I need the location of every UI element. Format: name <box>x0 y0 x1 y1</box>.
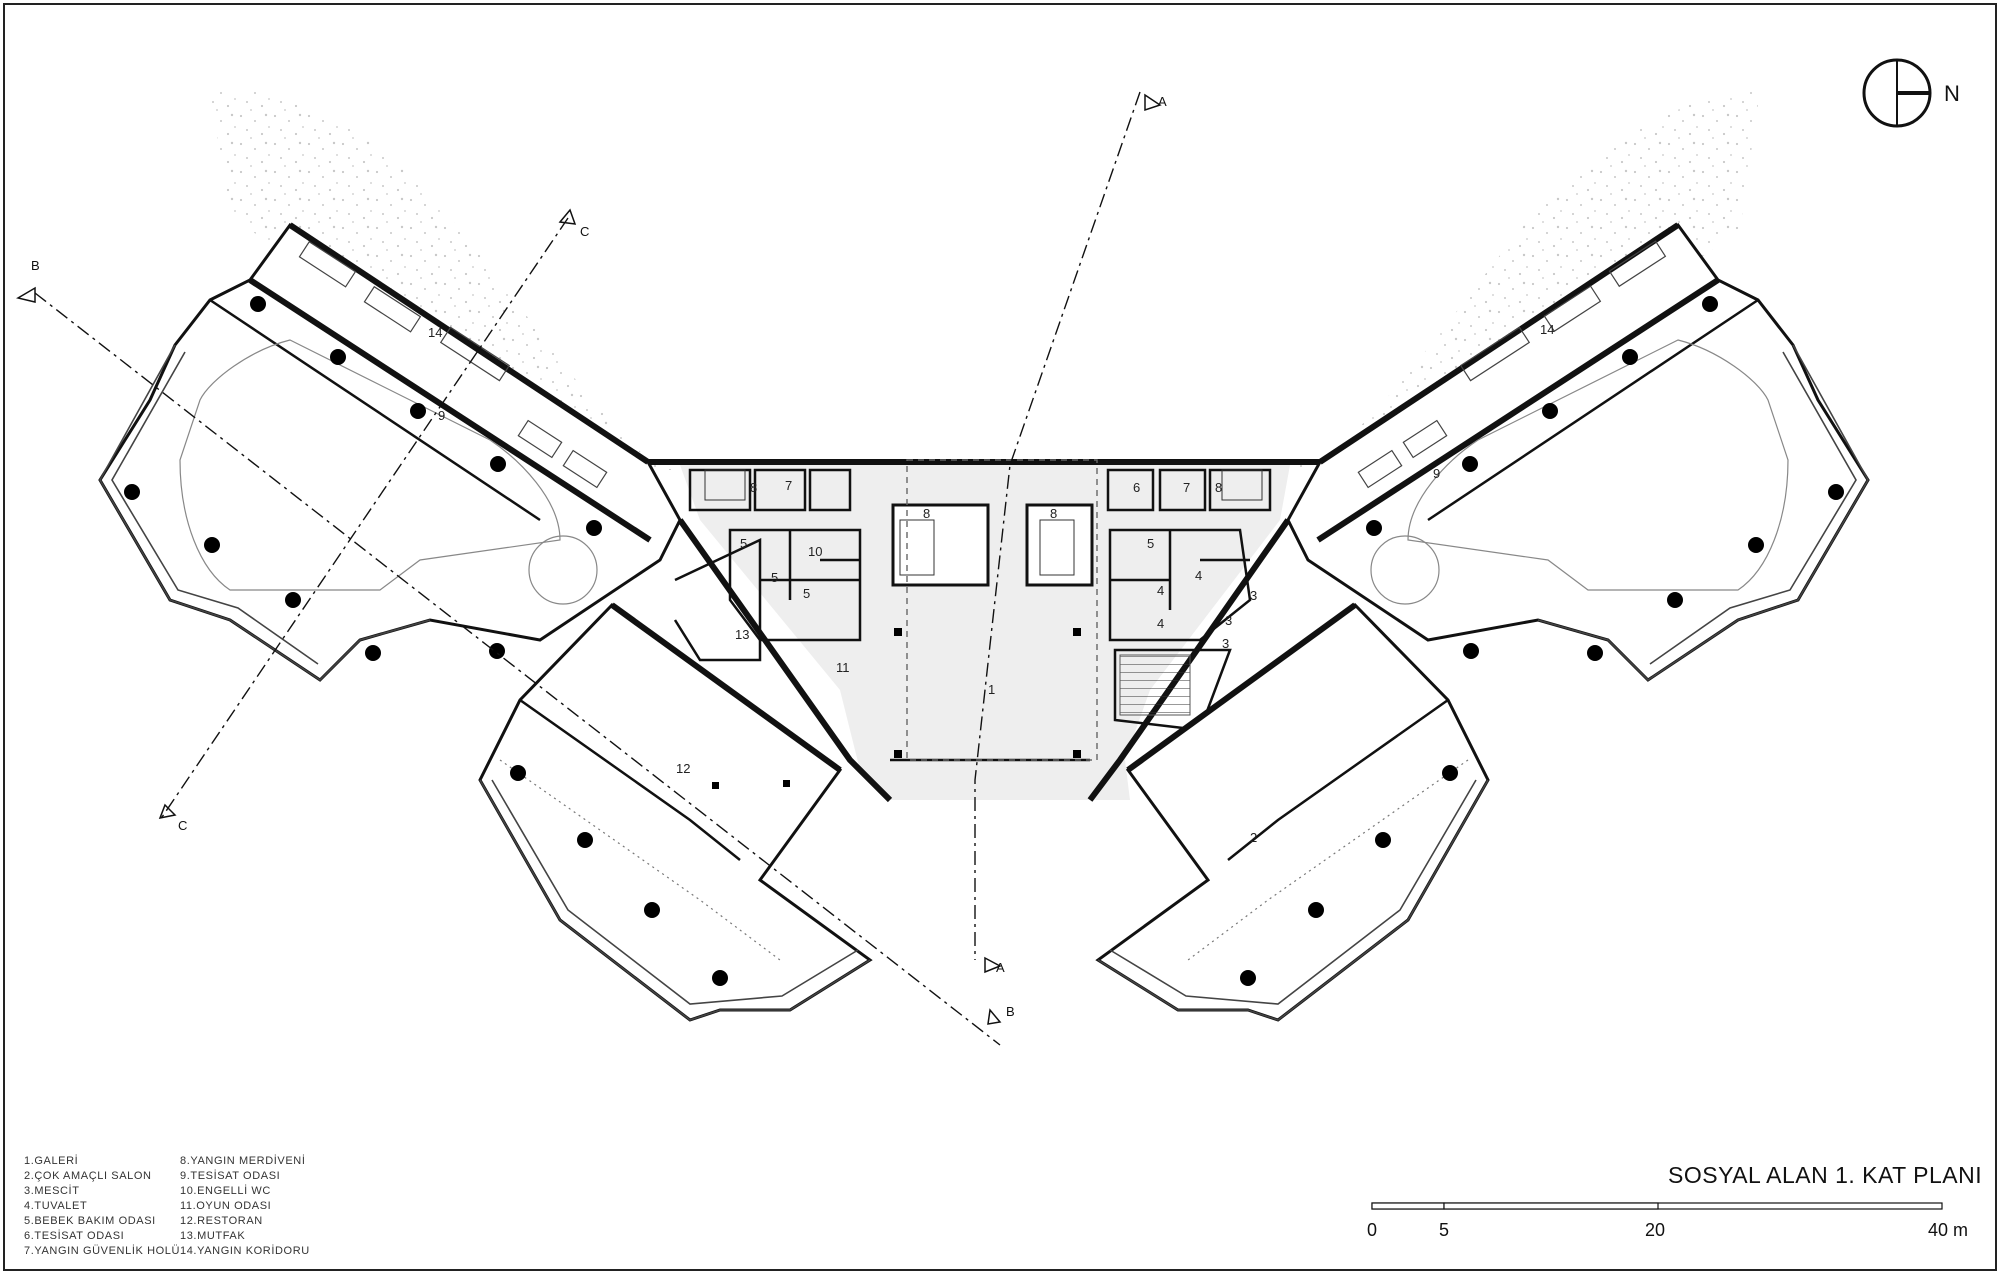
room-label: 4 <box>1157 583 1164 598</box>
left-wing <box>98 222 682 682</box>
right-wing <box>1286 222 1870 682</box>
room-label: 14 <box>1540 322 1554 337</box>
room-label: 8 <box>923 506 930 521</box>
north-label: N <box>1944 81 1960 106</box>
legend-item: 2.ÇOK AMAÇLI SALON <box>24 1170 152 1182</box>
section-marker-b-left: B <box>31 258 40 273</box>
drawing-frame <box>3 3 1997 1271</box>
room-label: 1 <box>988 682 995 697</box>
room-label: 5 <box>740 536 747 551</box>
legend-item: 12.RESTORAN <box>180 1215 263 1227</box>
section-marker-c-bottom: C <box>178 818 187 833</box>
legend-item: 13.MUTFAK <box>180 1230 245 1242</box>
scale-label: 40 m <box>1928 1220 1968 1240</box>
plan-title: SOSYAL ALAN 1. KAT PLANI <box>1668 1162 1982 1188</box>
room-label: 8 <box>750 480 757 495</box>
section-lines <box>16 91 1162 1046</box>
north-arrow <box>1862 58 1932 128</box>
room-label: 5 <box>1147 536 1154 551</box>
scale-label: 20 <box>1645 1220 1665 1240</box>
scale-label: 0 <box>1367 1220 1377 1240</box>
room-label: 11 <box>836 660 850 675</box>
section-marker-a-top: A <box>1158 94 1167 109</box>
room-label: 6 <box>1133 480 1140 495</box>
room-label: 7 <box>785 478 792 493</box>
legend-item: 9.TESİSAT ODASI <box>180 1169 280 1182</box>
section-marker-b-right: B <box>1006 1004 1015 1019</box>
room-label: 8 <box>1050 506 1057 521</box>
legend-item: 10.ENGELLİ WC <box>180 1184 271 1197</box>
legend-item: 1.GALERİ <box>24 1154 78 1167</box>
structural-columns <box>124 296 1844 986</box>
room-label: 5 <box>803 586 810 601</box>
scale-bar <box>1371 1202 1943 1210</box>
legend-item: 5.BEBEK BAKIM ODASI <box>24 1215 156 1227</box>
legend-item: 7.YANGIN GÜVENLİK HOLÜ <box>24 1244 180 1257</box>
room-label: 2 <box>1250 830 1257 845</box>
legend: 1.GALERİ 2.ÇOK AMAÇLI SALON 3.MESCİT 4.T… <box>24 1154 310 1257</box>
room-label: 3 <box>1222 636 1229 651</box>
room-label: 3 <box>1250 588 1257 603</box>
legend-item: 11.OYUN ODASI <box>180 1200 271 1212</box>
legend-item: 8.YANGIN MERDİVENİ <box>180 1154 306 1167</box>
restaurant-block <box>478 602 873 1022</box>
legend-item: 14.YANGIN KORİDORU <box>180 1244 310 1257</box>
room-label: 10 <box>808 544 822 559</box>
scale-label: 5 <box>1439 1220 1449 1240</box>
room-label: 4 <box>1195 568 1202 583</box>
room-label: 9 <box>1433 466 1440 481</box>
room-label: 4 <box>1157 616 1164 631</box>
multipurpose-hall-block <box>1095 602 1490 1022</box>
room-label: 3 <box>1225 613 1232 628</box>
room-label: 14 <box>428 325 442 340</box>
room-label: 8 <box>1215 480 1222 495</box>
section-marker-c-top: C <box>580 224 589 239</box>
room-label: 7 <box>1183 480 1190 495</box>
central-core <box>648 459 1320 803</box>
legend-item: 6.TESİSAT ODASI <box>24 1229 124 1242</box>
legend-item: 4.TUVALET <box>24 1200 87 1212</box>
room-label: 13 <box>735 627 749 642</box>
section-marker-a-bottom: A <box>996 960 1005 975</box>
room-label: 9 <box>438 408 445 423</box>
legend-item: 3.MESCİT <box>24 1184 80 1197</box>
room-label: 12 <box>676 761 690 776</box>
room-label: 5 <box>771 570 778 585</box>
